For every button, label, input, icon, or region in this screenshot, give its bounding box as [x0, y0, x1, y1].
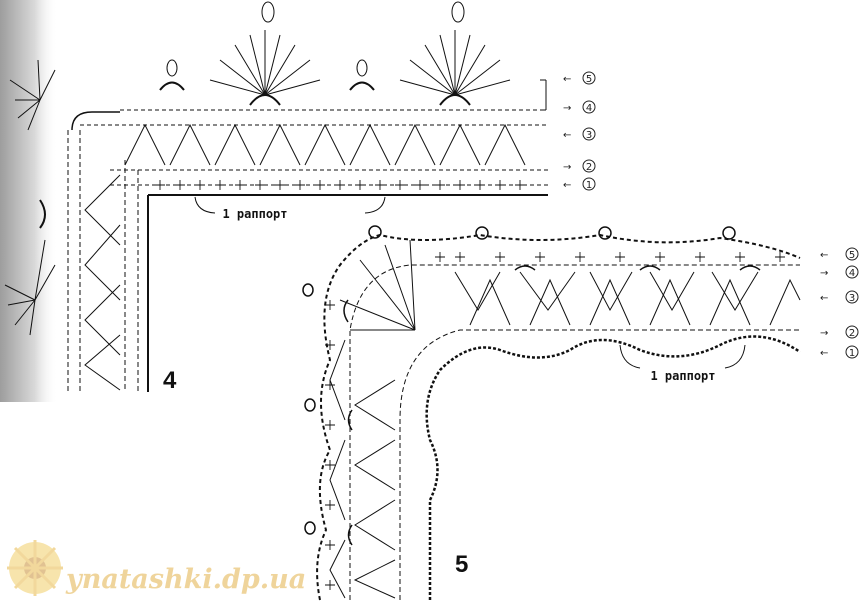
chart4-row-marker-2: → 2 [563, 159, 596, 173]
chart4-row-markers: ← 5 → 4 ← 3 → 2 ← 1 [540, 71, 596, 191]
sunflower-icon [7, 540, 63, 596]
chart4-base-chain [147, 194, 548, 392]
chart5-picots [302, 225, 761, 546]
chart4-row-lines [80, 109, 548, 186]
svg-text:←: ← [563, 180, 571, 191]
svg-text:←: ← [563, 74, 571, 85]
chart5-inner-row-2 [349, 264, 800, 600]
svg-text:3: 3 [849, 293, 855, 304]
svg-text:4: 4 [586, 103, 592, 114]
svg-text:4: 4 [849, 268, 855, 279]
chart5-repeat-bracket [619, 344, 746, 369]
crochet-chart-5 [302, 225, 801, 601]
svg-text:3: 3 [586, 130, 592, 141]
svg-text:←: ← [820, 293, 828, 304]
svg-text:←: ← [820, 348, 828, 359]
chart5-row-markers: ← 5 → 4 ← 3 → 2 ← 1 [820, 247, 859, 359]
chart4-row-marker-3: ← 3 [563, 127, 596, 141]
svg-text:2: 2 [586, 162, 592, 173]
chart5-outer-edge [316, 233, 801, 601]
svg-text:←: ← [563, 130, 571, 141]
chart4-left-columns [67, 130, 139, 392]
chart4-repeat-bracket [194, 196, 386, 214]
chart4-corner [71, 111, 120, 131]
svg-text:→: → [820, 268, 828, 279]
chart5-row-marker-4: → 4 [820, 265, 859, 279]
chart5-row-marker-3: ← 3 [820, 290, 859, 304]
svg-text:1: 1 [586, 180, 592, 191]
chart5-row-marker-1: ← 1 [820, 345, 859, 359]
watermark: ynatashki.dp.ua [7, 540, 306, 596]
chart4-number: 4 [163, 367, 177, 394]
scan-margin-shadow [0, 0, 58, 402]
chart5-base-chain [425, 335, 801, 600]
chart5-row-marker-2: → 2 [820, 325, 859, 339]
chart5-row-marker-5: ← 5 [820, 247, 859, 261]
watermark-text: ynatashki.dp.ua [65, 564, 306, 595]
svg-text:→: → [820, 328, 828, 339]
chart4-left-v-groups [84, 174, 121, 391]
chart4-repeat-label: 1 раппорт [222, 207, 287, 221]
svg-text:→: → [563, 103, 571, 114]
chart5-repeat-label: 1 раппорт [650, 369, 715, 383]
chart5-left-v-groups [329, 339, 396, 599]
chart5-number: 5 [455, 551, 468, 578]
svg-text:2: 2 [849, 328, 855, 339]
svg-text:5: 5 [586, 74, 592, 85]
chart4-top-fans [159, 1, 511, 106]
chart5-corner-fan [339, 239, 416, 331]
svg-text:←: ← [820, 250, 828, 261]
chart5-stitch-marks [325, 252, 785, 590]
chart4-row-marker-1: ← 1 [563, 177, 596, 191]
chart4-top-v-groups [124, 123, 526, 166]
crochet-chart-4 [4, 1, 548, 392]
chart4-stitch-marks [155, 180, 525, 190]
svg-text:1: 1 [849, 348, 855, 359]
chart5-top-v-groups [454, 271, 801, 326]
chart4-row-marker-5: ← 5 [563, 71, 596, 85]
chart4-row-marker-4: → 4 [563, 100, 596, 114]
chart5-inner-row [399, 329, 800, 600]
svg-text:→: → [563, 162, 571, 173]
chart4-left-fans [4, 59, 56, 336]
svg-text:5: 5 [849, 250, 855, 261]
